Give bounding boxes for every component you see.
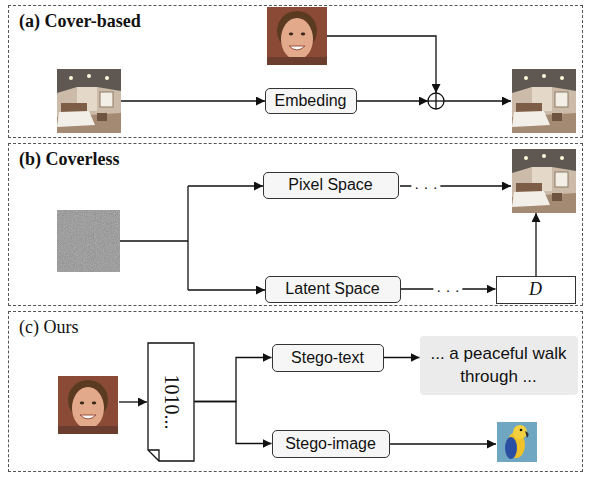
arrow	[357, 100, 428, 101]
xor-symbol	[435, 93, 436, 109]
node-label: Stego-image	[285, 435, 376, 453]
arrow	[188, 185, 263, 186]
generated-image	[512, 149, 576, 213]
connector-arrow	[195, 402, 272, 444]
node-label: 1010...	[159, 374, 182, 429]
ellipsis-label: · · ·	[411, 178, 440, 195]
connector-arrow	[195, 358, 272, 402]
panel: (c) Ours 1010... Stego-textStego-image ... …	[8, 311, 583, 472]
panel-heading: (c) Ours	[19, 317, 78, 338]
parrot-beak	[525, 431, 529, 438]
node-label: Pixel Space	[288, 176, 373, 194]
secret-image	[267, 7, 327, 65]
panel-heading: (a) Cover-based	[19, 11, 141, 32]
process-box: Latent Space	[265, 276, 401, 303]
noise-image	[57, 210, 120, 272]
process-box: Embeding	[265, 88, 357, 114]
wire	[120, 240, 188, 241]
arrow	[188, 289, 265, 290]
parrot-wing	[505, 437, 517, 459]
secret-image	[58, 376, 118, 434]
connector-arrow	[384, 357, 420, 358]
document-outline	[148, 343, 194, 461]
process-box: Pixel Space	[263, 172, 399, 199]
node-label: Embeding	[274, 92, 346, 110]
panel-heading: (b) Coverless	[19, 149, 119, 170]
node-label: Latent Space	[285, 280, 379, 298]
process-box: Stego-image	[272, 430, 390, 458]
arrow	[327, 36, 436, 93]
document-fold	[148, 450, 159, 461]
parrot-head	[513, 425, 527, 439]
node-label: Stego-text	[291, 349, 364, 367]
arrow	[121, 100, 265, 101]
cover-image	[57, 69, 121, 133]
arrow	[119, 401, 147, 402]
parrot-eye	[520, 429, 523, 432]
stego-image	[512, 69, 576, 133]
decoder-box: D	[496, 276, 576, 304]
parrot-image	[497, 422, 537, 462]
xor-symbol	[428, 93, 444, 109]
node-label: ... a peaceful walk through ...	[428, 343, 570, 387]
node-label: D	[529, 279, 542, 300]
text-output-box: ... a peaceful walk through ...	[420, 336, 578, 394]
arrow	[444, 100, 511, 101]
process-box: Stego-text	[272, 344, 384, 372]
edge-label: · · ·	[433, 281, 462, 298]
panel: (a) Cover-basedEmbeding	[8, 5, 583, 138]
panel: (b) CoverlessPixel SpaceLatent Space D	[8, 143, 583, 306]
wire	[187, 186, 188, 290]
parrot-background	[497, 422, 537, 462]
arrow	[535, 213, 536, 276]
bitstream-document: 1010...	[147, 342, 195, 462]
arrow	[390, 443, 496, 444]
noise-image	[57, 210, 120, 272]
